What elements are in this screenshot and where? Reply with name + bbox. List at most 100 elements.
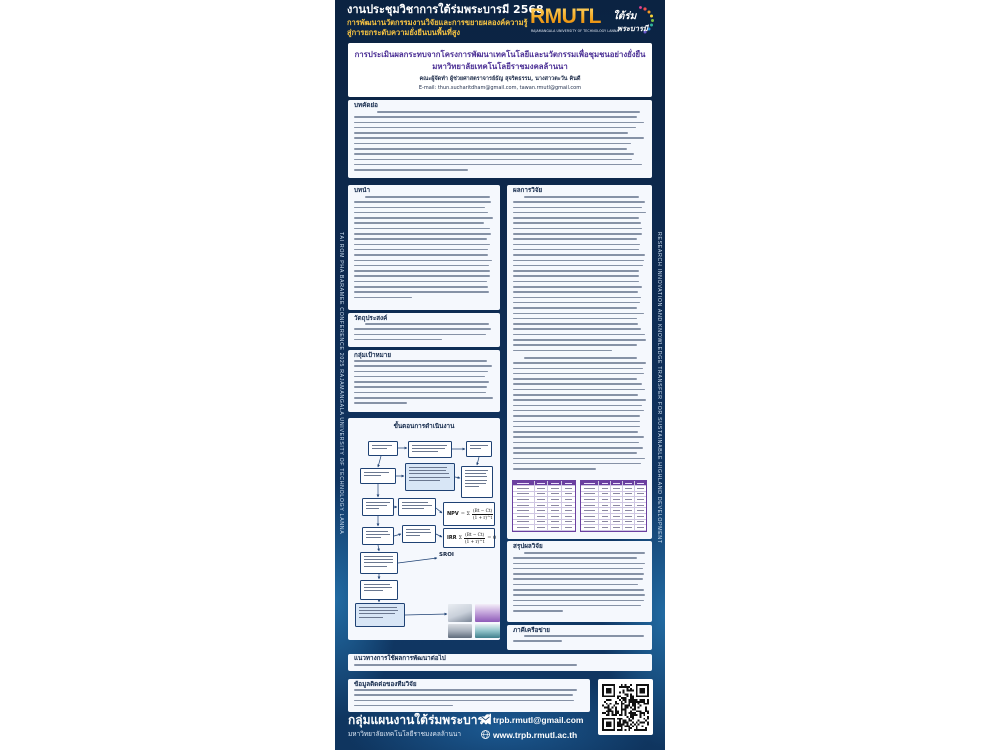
text-line <box>513 275 639 277</box>
text-line <box>513 301 641 304</box>
flow-step-text-line <box>364 472 389 473</box>
table-cell <box>599 508 612 513</box>
rmutl-logo-word: RMUTL <box>530 5 601 28</box>
irr-fraction: (Bt − Ct) (1 + r)^t <box>464 532 486 544</box>
table-cell <box>623 519 636 525</box>
text-line <box>354 275 491 277</box>
network-panel: ภาคีเครือข่าย <box>507 625 652 650</box>
table-cell <box>581 486 600 491</box>
flow-step-text-line <box>470 445 488 446</box>
table-cell <box>548 486 563 491</box>
text-line <box>513 594 646 596</box>
text-line <box>354 116 638 118</box>
text-line <box>354 121 644 124</box>
qr-code-pattern <box>602 683 649 731</box>
text-line <box>513 291 639 293</box>
text-line <box>354 291 490 293</box>
npv-fraction: (Bt − Ct) (1 + r)^t <box>472 508 494 520</box>
table-cell <box>581 508 600 513</box>
table-cell <box>623 525 636 530</box>
objectives-text <box>354 323 494 344</box>
abstract-panel: บทคัดย่อ <box>348 100 652 178</box>
text-line <box>513 367 644 370</box>
text-line <box>513 217 640 219</box>
table-cell <box>562 508 575 513</box>
table-cell <box>611 497 624 502</box>
table-row <box>581 486 646 492</box>
text-line <box>513 420 641 423</box>
flow-arrow <box>377 544 380 552</box>
text-line <box>513 312 644 315</box>
table-cell <box>535 497 549 502</box>
text-line <box>513 383 643 385</box>
text-line <box>513 415 641 417</box>
irr-sum: Σ <box>458 535 463 541</box>
table-cell <box>562 497 575 502</box>
trpb-logo-dot-ring <box>639 6 654 34</box>
text-line <box>513 468 597 470</box>
flow-step-text-line <box>412 448 446 450</box>
irr-formula: IRR Σ (Bt − Ct) (1 + r)^t = 0 <box>443 528 496 548</box>
npv-numerator: (Bt − Ct) <box>472 508 494 515</box>
flowchart-connectors <box>376 446 480 616</box>
text-line <box>513 201 646 203</box>
table-cell <box>581 502 600 508</box>
table-cell <box>562 514 575 519</box>
table-cell <box>623 508 636 513</box>
text-line <box>377 111 641 113</box>
table-cell <box>562 486 575 491</box>
text-line <box>513 270 639 272</box>
table-cell <box>635 481 646 485</box>
table-cell <box>562 481 575 485</box>
text-line <box>354 169 468 171</box>
table-cell <box>513 497 535 502</box>
text-line <box>513 610 563 612</box>
table-cell <box>599 491 612 497</box>
conclusion-heading: สรุปผลวิจัย <box>513 543 543 550</box>
text-line <box>354 402 407 404</box>
flow-step-text-line <box>406 532 432 534</box>
side-text-left: TAI ROM PHA BARAMEE CONFERENCE 2025 RAJA… <box>338 232 344 535</box>
flow-step-box <box>360 468 396 484</box>
text-line <box>354 137 644 139</box>
table-cell <box>635 514 646 519</box>
text-line <box>513 344 637 346</box>
table-cell <box>548 491 563 497</box>
flow-step-text-line <box>366 537 381 539</box>
text-line <box>513 238 638 240</box>
flow-step-box <box>398 498 436 516</box>
text-line <box>354 370 488 373</box>
flow-arrow <box>404 612 448 616</box>
table-cell <box>513 525 535 530</box>
text-line <box>354 391 487 394</box>
table-cell <box>535 525 549 530</box>
flow-step-text-line <box>366 534 390 536</box>
table-row <box>513 513 575 520</box>
flow-step-text-line <box>412 445 447 446</box>
npv-label: NPV <box>447 511 459 517</box>
text-line <box>354 704 453 707</box>
text-line <box>354 365 493 367</box>
table-cell <box>535 481 549 485</box>
footer-email: trpb.rmutl@gmail.com <box>493 715 584 725</box>
qr-code-icon <box>598 679 653 735</box>
text-line <box>354 328 492 330</box>
text-line <box>513 431 638 433</box>
procedure-panel: ขั้นตอนการดำเนินงาน <box>348 418 500 640</box>
table-cell <box>635 520 646 525</box>
text-line <box>354 296 413 299</box>
flow-step-text-line <box>409 479 440 481</box>
table-cell <box>513 513 535 519</box>
abstract-heading: บทคัดย่อ <box>354 102 378 109</box>
flow-step-box <box>360 552 398 574</box>
activity-photo <box>448 624 472 638</box>
text-line <box>513 573 645 575</box>
table-row <box>581 519 646 526</box>
title-block: การประเมินผลกระทบจากโครงการพัฒนาเทคโนโลย… <box>348 43 652 97</box>
flow-step-text-line <box>465 473 486 475</box>
flow-arrow <box>393 533 402 537</box>
text-line <box>513 599 645 602</box>
table-cell <box>599 481 612 485</box>
footer-website: www.trpb.rmutl.ac.th <box>493 730 578 740</box>
table-row <box>513 508 575 514</box>
